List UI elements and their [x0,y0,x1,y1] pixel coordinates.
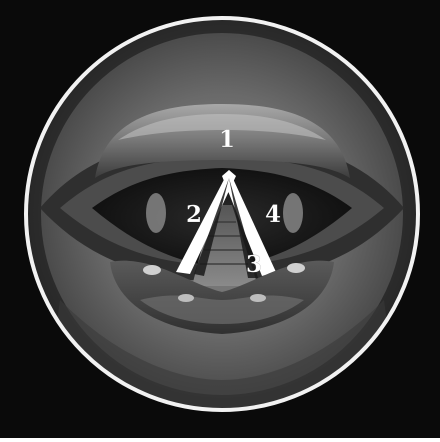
label-4: 4 [265,201,281,228]
right-cuneiform [250,294,266,302]
label-3: 3 [246,251,262,278]
right-ventricular-fold [283,193,303,233]
left-ventricular-fold [146,193,166,233]
label-2: 2 [186,201,202,228]
left-cuneiform [178,294,194,302]
right-corniculate [287,263,305,273]
label-1: 1 [219,126,235,153]
left-corniculate [143,265,161,275]
